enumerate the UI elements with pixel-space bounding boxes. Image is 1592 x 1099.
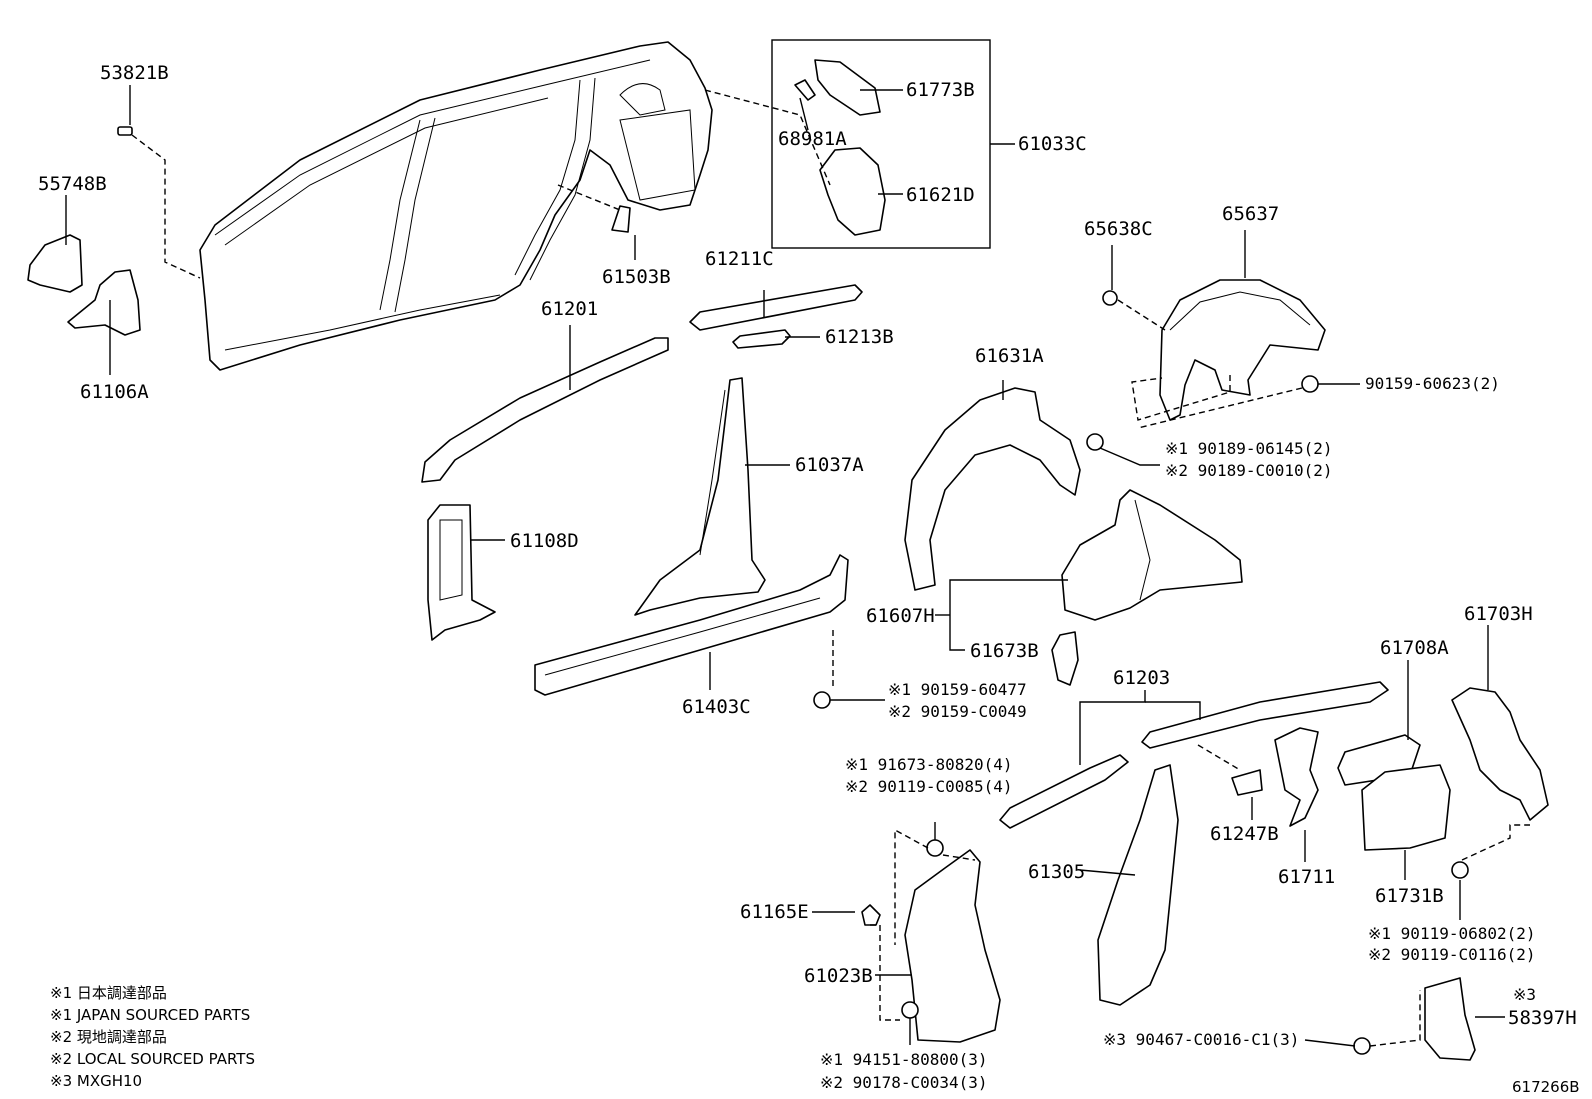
clip-90159-60623 [1301, 375, 1319, 393]
legend-line-4: ※2 LOCAL SOURCED PARTS [50, 1050, 255, 1068]
label-61023B: 61023B [804, 965, 873, 987]
fastener-labels: 90159-60623(2) ※1 90189-06145(2) ※2 9018… [820, 374, 1536, 1092]
label-61033C: 61033C [1018, 133, 1087, 155]
diagram-id: 617266B [1512, 1078, 1580, 1096]
plate-61503B [611, 205, 631, 233]
label-61165E: 61165E [740, 901, 809, 923]
label-55748B: 55748B [38, 173, 107, 195]
wheelhouse-liner-65637 [1159, 279, 1326, 421]
plate-58397H [1424, 977, 1476, 1061]
clip-61165E [861, 904, 881, 926]
gusset-61106A [67, 269, 141, 336]
label-90189-06145: ※1 90189-06145(2) [1165, 439, 1333, 458]
bolt-90119-06802 [1451, 861, 1469, 879]
label-90467-C0016-C1: ※3 90467-C0016-C1(3) [1103, 1030, 1299, 1049]
label-61247B: 61247B [1210, 823, 1279, 845]
center-pillar-61037A [634, 377, 766, 616]
label-65637: 65637 [1222, 203, 1279, 225]
legend-line-3: ※2 現地調達部品 [50, 1028, 167, 1046]
rail-61203-front [999, 754, 1129, 829]
label-61213B: 61213B [825, 326, 894, 348]
label-61037A: 61037A [795, 454, 864, 476]
wheelhouse-inner-61607H [1061, 489, 1243, 621]
wheelhouse-outer-61631A [904, 387, 1081, 591]
bracket-61621D [819, 147, 886, 236]
legend: ※1 日本調達部品 ※1 JAPAN SOURCED PARTS ※2 現地調達… [50, 984, 255, 1090]
bracket-55748B [27, 234, 83, 293]
legend-line-5: ※3 MXGH10 [50, 1072, 142, 1090]
clip-90189 [1086, 433, 1104, 451]
rail-61203-rear [1141, 681, 1389, 749]
rail-61211C [689, 284, 863, 331]
label-61503B: 61503B [602, 266, 671, 288]
label-90178-C0034: ※2 90178-C0034(3) [820, 1073, 988, 1092]
label-61703H: 61703H [1464, 603, 1533, 625]
label-61607H: 61607H [866, 605, 935, 627]
label-91673-80820: ※1 91673-80820(4) [845, 755, 1013, 774]
panel-61023B [904, 849, 1001, 1043]
clip-90467-C0016 [1353, 1037, 1371, 1055]
label-61708A: 61708A [1380, 637, 1449, 659]
legend-line-1: ※1 日本調達部品 [50, 984, 167, 1002]
label-61211C: 61211C [705, 248, 774, 270]
label-94151-80800: ※1 94151-80800(3) [820, 1050, 988, 1069]
label-90119-C0116: ※2 90119-C0116(2) [1368, 945, 1536, 964]
part-labels: 53821B 55748B 61106A 61503B 61773B 68981… [38, 62, 1577, 1029]
label-61773B: 61773B [906, 79, 975, 101]
rocker-61403C [534, 554, 849, 696]
nut-94151-80800 [901, 1001, 919, 1019]
label-note-3: ※3 [1513, 985, 1536, 1004]
label-90159-60477: ※1 90159-60477 [888, 680, 1027, 699]
clip-53821B [117, 126, 133, 136]
label-61201: 61201 [541, 298, 598, 320]
roof-side-rail-61201 [421, 337, 669, 483]
bracket-61773B [814, 59, 881, 116]
label-61711: 61711 [1278, 866, 1335, 888]
panel-61731B [1361, 764, 1451, 851]
label-61106A: 61106A [80, 381, 149, 403]
label-61403C: 61403C [682, 696, 751, 718]
pillar-61305 [1097, 764, 1179, 1006]
label-65638C: 65638C [1084, 218, 1153, 240]
label-58397H: 58397H [1508, 1007, 1577, 1029]
body-side-outer-panel [199, 41, 713, 371]
label-90159-60623: 90159-60623(2) [1365, 374, 1500, 393]
bolt-91673-80820 [926, 839, 944, 857]
label-90119-C0085: ※2 90119-C0085(4) [845, 777, 1013, 796]
label-53821B: 53821B [100, 62, 169, 84]
label-90159-C0049: ※2 90159-C0049 [888, 702, 1027, 721]
label-61631A: 61631A [975, 345, 1044, 367]
label-61108D: 61108D [510, 530, 579, 552]
bracket-61711 [1274, 727, 1319, 827]
leader-lines [65, 85, 1530, 1047]
bracket-68981A [794, 79, 816, 101]
legend-line-2: ※1 JAPAN SOURCED PARTS [50, 1006, 250, 1024]
label-61621D: 61621D [906, 184, 975, 206]
rail-61213B [732, 329, 791, 349]
label-90189-C0010: ※2 90189-C0010(2) [1165, 461, 1333, 480]
label-61731B: 61731B [1375, 885, 1444, 907]
label-61673B: 61673B [970, 640, 1039, 662]
label-68981A: 68981A [778, 128, 847, 150]
panel-61703H [1451, 687, 1549, 821]
bracket-61247B [1231, 769, 1263, 796]
nut-65638C [1102, 290, 1118, 306]
label-61203: 61203 [1113, 667, 1170, 689]
label-90119-06802: ※1 90119-06802(2) [1368, 924, 1536, 943]
bracket-61673B [1051, 631, 1079, 686]
label-61305: 61305 [1028, 861, 1085, 883]
bolt-90159-60477 [813, 691, 831, 709]
